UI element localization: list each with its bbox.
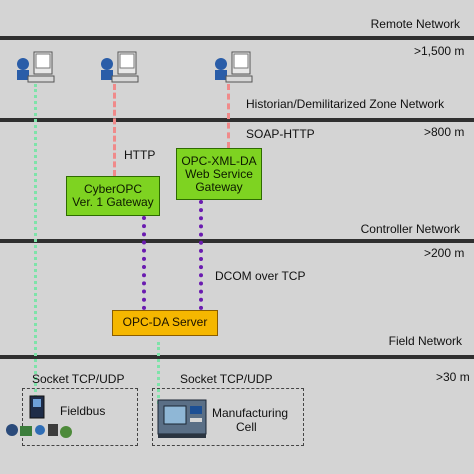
- http-protocol-label: HTTP: [124, 148, 156, 162]
- socket-protocol-label-right: Socket TCP/UDP: [180, 372, 273, 386]
- soap-http-protocol-label: SOAP-HTTP: [246, 127, 315, 141]
- remote-network-separator: [0, 36, 474, 40]
- socket-link-middle: [157, 342, 160, 404]
- controller-network-label: Controller Network: [360, 222, 460, 236]
- remote-distance-label: >1,500 m: [414, 44, 465, 58]
- controller-network-separator: [0, 239, 474, 243]
- remote-workstation-middle: [96, 50, 140, 86]
- desktop-computer-icon: [101, 51, 139, 83]
- manufacturing-cell-box: [152, 388, 304, 446]
- fieldbus-label: Fieldbus: [60, 404, 106, 418]
- dcom-protocol-label: DCOM over TCP: [215, 269, 306, 283]
- desktop-computer-icon: [17, 51, 55, 83]
- fieldbus-box: [22, 388, 138, 446]
- desktop-computer-icon: [215, 51, 253, 83]
- opc-xml-da-gateway-line1: OPC-XML-DA: [181, 153, 257, 168]
- soap-http-link-to-opcxml: [227, 84, 230, 148]
- opc-xml-da-gateway-node: OPC-XML-DA Web Service Gateway: [176, 148, 262, 200]
- fieldbus-devices-icon: [6, 395, 72, 438]
- opc-xml-da-gateway-line2: Web Service: [185, 166, 253, 181]
- field-distance-label: >30 m: [436, 370, 470, 384]
- manufacturing-cell-label-line1: Manufacturing: [212, 406, 289, 420]
- historian-network-separator: [0, 118, 474, 122]
- dcom-link-opcxml: [199, 200, 203, 310]
- field-network-label: Field Network: [388, 334, 462, 348]
- cyberopc-gateway-line2: Ver. 1 Gateway: [72, 195, 154, 209]
- controller-distance-label: >200 m: [424, 246, 465, 260]
- cyberopc-gateway-line1: CyberOPC: [83, 182, 142, 196]
- historian-network-label: Historian/Demilitarized Zone Network: [246, 97, 445, 111]
- socket-link-left: [34, 84, 37, 404]
- manufacturing-cell-icon: [157, 399, 207, 438]
- socket-protocol-label-left: Socket TCP/UDP: [32, 372, 125, 386]
- cyberopc-gateway-node: CyberOPC Ver. 1 Gateway: [66, 176, 160, 216]
- remote-network-label: Remote Network: [370, 17, 460, 31]
- field-network-separator: [0, 355, 474, 359]
- dcom-link-cyberopc: [142, 216, 146, 310]
- opc-xml-da-gateway-line3: Gateway: [195, 179, 243, 194]
- remote-workstation-left: [12, 50, 56, 86]
- remote-workstation-right: [210, 50, 254, 86]
- historian-distance-label: >800 m: [424, 125, 465, 139]
- manufacturing-cell-label-line2: Cell: [236, 420, 257, 434]
- http-link-to-cyberopc: [113, 84, 116, 176]
- opc-da-server-node: OPC-DA Server: [112, 310, 218, 336]
